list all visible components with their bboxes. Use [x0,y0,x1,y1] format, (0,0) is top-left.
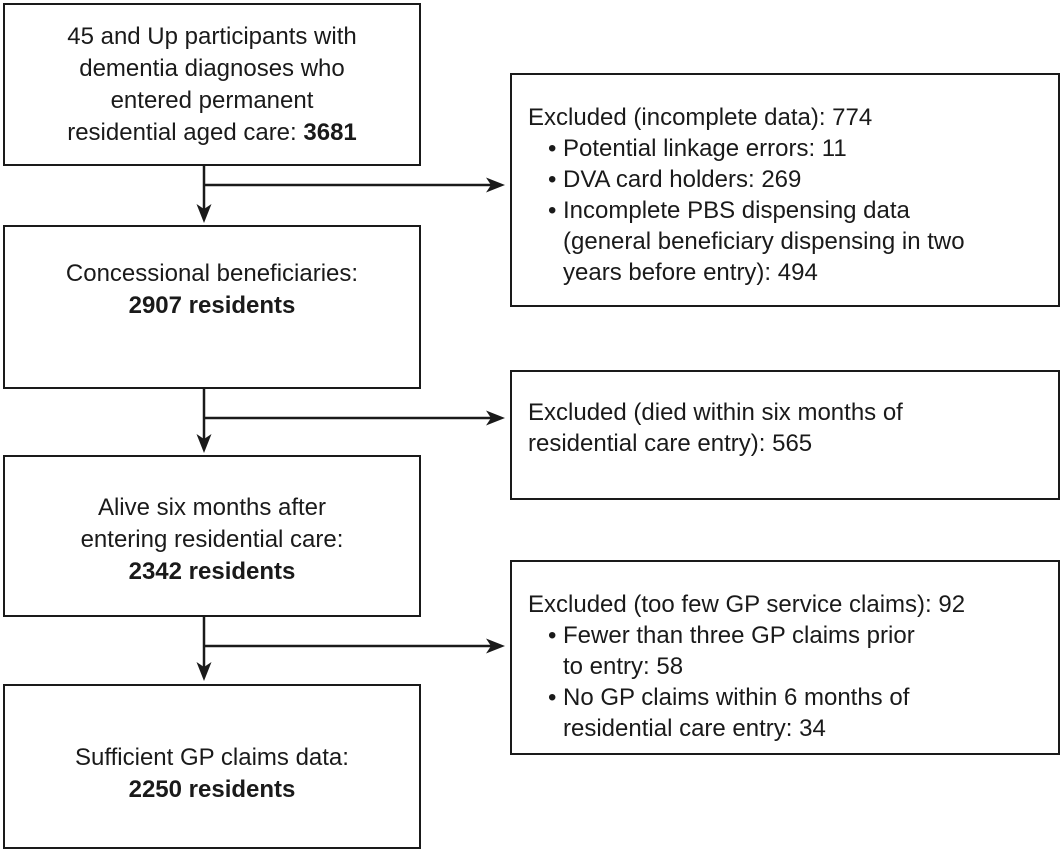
flow-box-alive-six-months-label: Alive six months after entering resident… [80,494,344,553]
flow-box-alive-six-months: Alive six months after entering resident… [3,455,421,617]
exclusion-box-too-few-claims: Excluded (too few GP service claims): 92… [510,560,1060,755]
flow-box-concessional-text: Concessional beneficiaries: 2907 resident… [66,258,358,322]
exclusion-bullet-list: •Fewer than three GP claims prior to ent… [548,620,1050,744]
flow-box-alive-six-months-text: Alive six months after entering resident… [81,492,344,588]
bullet-item: •DVA card holders: 269 [548,164,1050,195]
bullet-icon: • [548,135,557,162]
arrow-down-3 [196,617,212,681]
flow-box-sufficient-claims-label: Sufficient GP claims data: [75,743,349,771]
arrow-down-1 [196,166,212,223]
arrow-branch-3 [204,638,505,654]
bullet-item: •Potential linkage errors: 11 [548,133,1050,164]
bullet-item: •No GP claims within 6 months of residen… [548,682,1050,744]
flow-box-sufficient-claims-text: Sufficient GP claims data: 2250 residents [75,742,349,806]
bullet-text: DVA card holders: 269 [563,166,802,193]
flow-box-cohort-value: 3681 [303,118,357,146]
bullet-icon: • [548,684,557,711]
flow-box-concessional-value: 2907 residents [128,292,296,319]
bullet-item: •Incomplete PBS dispensing data (general… [548,195,1050,288]
flow-box-sufficient-claims-value: 2250 residents [128,775,296,803]
exclusion-title: Excluded (incomplete data): 774 [528,104,873,131]
bullet-icon: • [548,622,557,649]
flow-box-alive-six-months-value: 2342 residents [128,558,296,585]
exclusion-title: Excluded (too few GP service claims): 92 [528,591,966,618]
exclusion-box-incomplete-data: Excluded (incomplete data): 774 •Potenti… [510,73,1060,307]
exclusion-title: Excluded (died within six months of resi… [528,399,903,457]
bullet-icon: • [548,166,557,193]
bullet-text: Fewer than three GP claims prior to entr… [563,622,915,680]
bullet-text: Potential linkage errors: 11 [563,135,847,162]
bullet-text: Incomplete PBS dispensing data (general … [563,197,965,286]
bullet-item: •Fewer than three GP claims prior to ent… [548,620,1050,682]
flow-box-concessional: Concessional beneficiaries: 2907 resident… [3,225,421,389]
flow-box-cohort-text: 45 and Up participants with dementia dia… [67,21,357,149]
flow-box-cohort: 45 and Up participants with dementia dia… [3,3,421,166]
bullet-text: No GP claims within 6 months of resident… [563,684,910,742]
flow-box-cohort-label: 45 and Up participants with dementia dia… [67,22,357,146]
arrow-branch-1 [204,177,505,193]
exclusion-bullet-list: •Potential linkage errors: 11 •DVA card … [548,133,1050,288]
exclusion-box-died-within-six-months: Excluded (died within six months of resi… [510,370,1060,500]
arrow-down-2 [196,389,212,453]
flow-box-sufficient-claims: Sufficient GP claims data: 2250 residents [3,684,421,849]
arrow-branch-2 [204,410,505,426]
flow-box-concessional-label: Concessional beneficiaries: [65,260,359,287]
bullet-icon: • [548,197,557,224]
